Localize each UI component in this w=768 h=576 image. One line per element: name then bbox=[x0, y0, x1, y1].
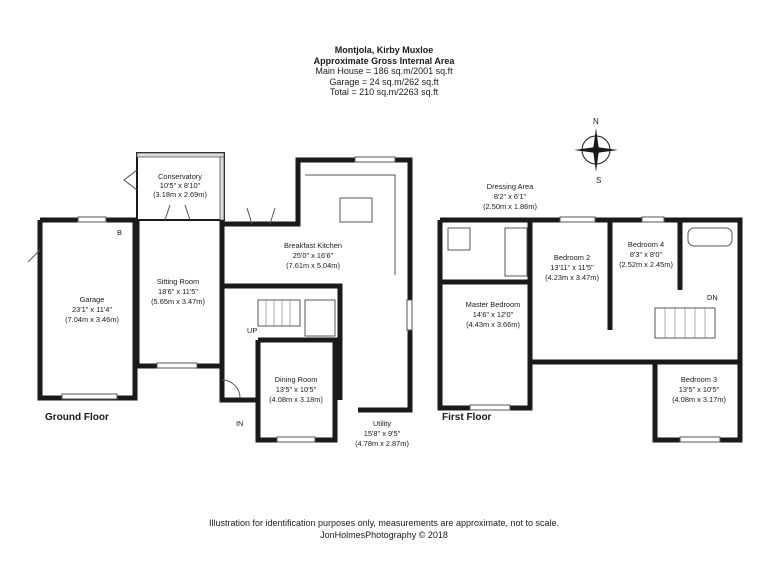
svg-text:25'0" x 16'6": 25'0" x 16'6" bbox=[293, 251, 334, 260]
svg-text:(4.08m x 3.18m): (4.08m x 3.18m) bbox=[269, 395, 323, 404]
svg-text:(4.78m x 2.87m): (4.78m x 2.87m) bbox=[355, 439, 409, 448]
footer: Illustration for identification purposes… bbox=[0, 517, 768, 541]
svg-text:13'11" x 11'5": 13'11" x 11'5" bbox=[550, 263, 594, 272]
hall-walls bbox=[219, 286, 338, 443]
svg-text:(7.61m x 5.04m): (7.61m x 5.04m) bbox=[286, 261, 340, 270]
svg-text:Conservatory: Conservatory bbox=[158, 172, 202, 181]
area-subtitle: Approximate Gross Internal Area bbox=[313, 55, 455, 66]
boiler-marker: B bbox=[117, 228, 122, 237]
compass-icon bbox=[574, 128, 618, 172]
ground-floor-title: Ground Floor bbox=[45, 412, 109, 423]
room-bedroom-3: Bedroom 3 13'5" x 10'5" (4.08m x 3.17m) bbox=[672, 375, 726, 404]
svg-text:(2.52m x 2.45m): (2.52m x 2.45m) bbox=[619, 260, 673, 269]
room-garage: Garage 23'1" x 11'4" (7.04m x 3.46m) bbox=[65, 295, 119, 324]
conservatory-door bbox=[123, 169, 138, 191]
svg-text:(3.18m x 2.69m): (3.18m x 2.69m) bbox=[153, 190, 207, 199]
svg-text:8'3" x 8'0": 8'3" x 8'0" bbox=[630, 250, 663, 259]
svg-text:14'6" x 12'0": 14'6" x 12'0" bbox=[473, 310, 514, 319]
svg-text:(4.23m x 3.47m): (4.23m x 3.47m) bbox=[545, 273, 599, 282]
svg-text:18'6" x 11'5": 18'6" x 11'5" bbox=[158, 287, 198, 296]
credit: JonHolmesPhotography © 2018 bbox=[320, 530, 448, 540]
garage-door bbox=[61, 393, 118, 400]
svg-text:Dressing Area: Dressing Area bbox=[487, 182, 534, 191]
svg-text:Bedroom 4: Bedroom 4 bbox=[628, 240, 664, 249]
kitchen-island bbox=[339, 197, 373, 223]
disclaimer: Illustration for identification purposes… bbox=[208, 518, 559, 528]
svg-text:Utility: Utility bbox=[373, 419, 391, 428]
svg-text:13'5" x 10'5": 13'5" x 10'5" bbox=[679, 385, 720, 394]
ground-wc bbox=[304, 299, 336, 337]
svg-text:(4.43m x 3.66m): (4.43m x 3.66m) bbox=[466, 320, 520, 329]
svg-text:Bedroom 2: Bedroom 2 bbox=[554, 253, 590, 262]
svg-text:23'1" x 11'4": 23'1" x 11'4" bbox=[72, 305, 112, 314]
stairs-down-marker: DN bbox=[707, 293, 718, 302]
wardrobe bbox=[504, 227, 528, 277]
kitchen-walls bbox=[219, 157, 413, 413]
area-total: Total = 210 sq.m/2263 sq.ft bbox=[329, 87, 439, 97]
compass-north: N bbox=[593, 117, 599, 126]
svg-text:Bedroom 3: Bedroom 3 bbox=[681, 375, 717, 384]
svg-text:Garage: Garage bbox=[80, 295, 105, 304]
room-master: Master Bedroom 14'6" x 12'0" (4.43m x 3.… bbox=[466, 300, 521, 329]
svg-text:(7.04m x 3.46m): (7.04m x 3.46m) bbox=[65, 315, 119, 324]
svg-text:Sitting Room: Sitting Room bbox=[157, 277, 199, 286]
french-doors-sitting bbox=[164, 204, 191, 221]
svg-text:Master Bedroom: Master Bedroom bbox=[466, 300, 521, 309]
compass-south: S bbox=[596, 176, 601, 185]
area-garage: Garage = 24 sq.m/262 sq.ft bbox=[329, 76, 439, 87]
svg-text:8'2" x 6'1": 8'2" x 6'1" bbox=[494, 192, 527, 201]
bathroom-bath bbox=[687, 227, 733, 247]
room-dining: Dining Room 13'5" x 10'5" (4.08m x 3.18m… bbox=[269, 375, 323, 404]
stairs-up-marker: UP bbox=[247, 326, 257, 335]
svg-text:13'5" x 10'5": 13'5" x 10'5" bbox=[276, 385, 317, 394]
garage-window bbox=[77, 216, 107, 223]
area-main-house: Main House = 186 sq.m/2001 sq.ft bbox=[315, 66, 453, 76]
svg-text:10'5" x 8'10": 10'5" x 8'10" bbox=[160, 181, 201, 190]
front-door bbox=[221, 379, 241, 399]
svg-text:(4.08m x 3.17m): (4.08m x 3.17m) bbox=[672, 395, 726, 404]
svg-text:Dining Room: Dining Room bbox=[275, 375, 318, 384]
room-bedroom-2: Bedroom 2 13'11" x 11'5" (4.23m x 3.47m) bbox=[545, 253, 599, 282]
entrance-marker: IN bbox=[236, 419, 243, 428]
room-sitting: Sitting Room 18'6" x 11'5" (5.65m x 3.47… bbox=[151, 277, 205, 306]
first-floor-title: First Floor bbox=[442, 412, 492, 423]
garage-side-door bbox=[27, 249, 41, 263]
kitchen-worktop bbox=[305, 174, 396, 275]
header: Montjola, Kirby Muxloe Approximate Gross… bbox=[0, 45, 768, 98]
svg-text:(2.50m x 1.86m): (2.50m x 1.86m) bbox=[483, 202, 537, 211]
property-title: Montjola, Kirby Muxloe bbox=[334, 45, 434, 55]
svg-text:Breakfast Kitchen: Breakfast Kitchen bbox=[284, 241, 342, 250]
room-kitchen: Breakfast Kitchen 25'0" x 16'6" (7.61m x… bbox=[284, 241, 342, 270]
room-dressing: Dressing Area 8'2" x 6'1" (2.50m x 1.86m… bbox=[483, 182, 537, 211]
room-conservatory: Conservatory 10'5" x 8'10" (3.18m x 2.69… bbox=[153, 172, 207, 199]
staircase bbox=[257, 299, 301, 327]
room-utility: Utility 15'8" x 9'5" (4.78m x 2.87m) bbox=[355, 419, 409, 448]
room-bedroom-4: Bedroom 4 8'3" x 8'0" (2.52m x 2.45m) bbox=[619, 240, 673, 269]
ensuite-shower bbox=[447, 227, 471, 251]
svg-text:15'8" x 9'5": 15'8" x 9'5" bbox=[364, 429, 401, 438]
svg-text:(5.65m x 3.47m): (5.65m x 3.47m) bbox=[151, 297, 205, 306]
